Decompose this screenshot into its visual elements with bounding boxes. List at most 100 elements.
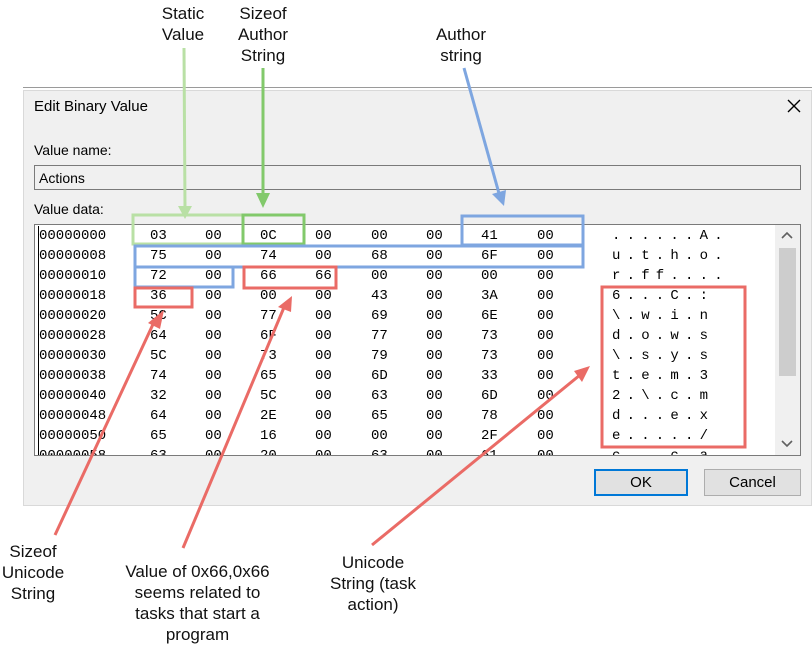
hex-byte[interactable]: 00: [205, 288, 222, 304]
hex-byte[interactable]: 00: [205, 348, 222, 364]
hex-byte[interactable]: 00: [426, 328, 443, 344]
hex-byte[interactable]: 00: [315, 288, 332, 304]
hex-byte[interactable]: 43: [371, 288, 388, 304]
hex-byte[interactable]: 5C: [150, 308, 167, 324]
hex-ascii[interactable]: \.s.y.s: [612, 348, 715, 364]
hex-ascii[interactable]: 6...C.:: [612, 288, 715, 304]
hex-ascii[interactable]: 2.\.c.m: [612, 388, 715, 404]
hex-byte[interactable]: 00: [537, 328, 554, 344]
hex-byte[interactable]: 00: [315, 308, 332, 324]
hex-byte[interactable]: 73: [260, 348, 277, 364]
hex-byte[interactable]: 00: [426, 228, 443, 244]
hex-byte[interactable]: 00: [537, 288, 554, 304]
hex-byte[interactable]: 16: [260, 428, 277, 444]
hex-ascii[interactable]: t.e.m.3: [612, 368, 715, 384]
hex-byte[interactable]: 00: [426, 448, 443, 455]
hex-byte[interactable]: 63: [371, 448, 388, 455]
hex-byte[interactable]: 03: [150, 228, 167, 244]
hex-byte[interactable]: 6D: [371, 368, 388, 384]
hex-byte[interactable]: 00: [315, 348, 332, 364]
hex-ascii[interactable]: u.t.h.o.: [612, 248, 729, 264]
hex-byte[interactable]: 00: [537, 428, 554, 444]
hex-byte[interactable]: 00: [315, 448, 332, 455]
hex-byte[interactable]: 00: [426, 248, 443, 264]
hex-ascii[interactable]: ......A.: [612, 228, 729, 244]
hex-byte[interactable]: 00: [537, 348, 554, 364]
hex-byte[interactable]: 78: [481, 408, 498, 424]
hex-byte[interactable]: 00: [315, 408, 332, 424]
hex-byte[interactable]: 00: [426, 408, 443, 424]
hex-byte[interactable]: 66: [315, 268, 332, 284]
hex-ascii[interactable]: e...../: [612, 428, 715, 444]
hex-byte[interactable]: 32: [150, 388, 167, 404]
hex-byte[interactable]: 00: [537, 388, 554, 404]
hex-byte[interactable]: 00: [537, 228, 554, 244]
hex-byte[interactable]: 00: [537, 368, 554, 384]
hex-byte[interactable]: 00: [481, 268, 498, 284]
hex-byte[interactable]: 00: [426, 288, 443, 304]
hex-byte[interactable]: 5C: [150, 348, 167, 364]
value-name-field[interactable]: Actions: [34, 165, 801, 190]
hex-byte[interactable]: 68: [371, 248, 388, 264]
hex-byte[interactable]: 00: [205, 448, 222, 455]
hex-byte[interactable]: 63: [371, 388, 388, 404]
hex-byte[interactable]: 00: [315, 388, 332, 404]
hex-byte[interactable]: 00: [315, 248, 332, 264]
hex-byte[interactable]: 74: [150, 368, 167, 384]
hex-byte[interactable]: 61: [481, 448, 498, 455]
scroll-down-icon[interactable]: [781, 439, 793, 449]
hex-byte[interactable]: 00: [205, 328, 222, 344]
hex-byte[interactable]: 2F: [481, 428, 498, 444]
hex-byte[interactable]: 64: [150, 408, 167, 424]
hex-byte[interactable]: 00: [537, 268, 554, 284]
hex-byte[interactable]: 36: [150, 288, 167, 304]
hex-byte[interactable]: 00: [315, 328, 332, 344]
hex-byte[interactable]: 77: [260, 308, 277, 324]
hex-byte[interactable]: 00: [426, 368, 443, 384]
hex-byte[interactable]: 00: [315, 428, 332, 444]
hex-byte[interactable]: 00: [260, 288, 277, 304]
hex-byte[interactable]: 00: [426, 308, 443, 324]
hex-byte[interactable]: 6D: [481, 388, 498, 404]
hex-byte[interactable]: 00: [315, 228, 332, 244]
hex-byte[interactable]: 6F: [481, 248, 498, 264]
hex-byte[interactable]: 00: [426, 388, 443, 404]
hex-byte[interactable]: 00: [205, 268, 222, 284]
hex-ascii[interactable]: \.w.i.n: [612, 308, 715, 324]
hex-byte[interactable]: 2E: [260, 408, 277, 424]
hex-byte[interactable]: 5C: [260, 388, 277, 404]
ok-button[interactable]: OK: [594, 469, 688, 496]
hex-byte[interactable]: 00: [205, 308, 222, 324]
hex-ascii[interactable]: d.o.w.s: [612, 328, 715, 344]
hex-byte[interactable]: 66: [260, 268, 277, 284]
hex-byte[interactable]: 69: [371, 308, 388, 324]
hex-byte[interactable]: 00: [537, 248, 554, 264]
hex-byte[interactable]: 00: [205, 408, 222, 424]
hex-byte[interactable]: 65: [371, 408, 388, 424]
cancel-button[interactable]: Cancel: [704, 469, 801, 496]
hex-byte[interactable]: 00: [371, 228, 388, 244]
hex-byte[interactable]: 00: [205, 428, 222, 444]
hex-byte[interactable]: 74: [260, 248, 277, 264]
hex-byte[interactable]: 63: [150, 448, 167, 455]
hex-byte[interactable]: 73: [481, 348, 498, 364]
hex-byte[interactable]: 20: [260, 448, 277, 455]
scrollbar-thumb[interactable]: [779, 248, 796, 376]
hex-byte[interactable]: 0C: [260, 228, 277, 244]
hex-ascii[interactable]: r.ff....: [612, 268, 729, 284]
hex-byte[interactable]: 00: [205, 368, 222, 384]
hex-byte[interactable]: 00: [371, 268, 388, 284]
hex-byte[interactable]: 72: [150, 268, 167, 284]
hex-byte[interactable]: 00: [371, 428, 388, 444]
hex-byte[interactable]: 00: [426, 428, 443, 444]
